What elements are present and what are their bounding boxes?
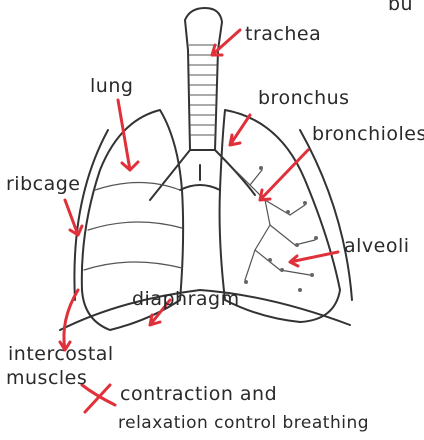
intercostal-label-line1: intercostal bbox=[8, 343, 114, 365]
note-line1: contraction and bbox=[120, 383, 277, 405]
note-line2: relaxation control breathing bbox=[118, 413, 369, 433]
ribcage-label: ribcage bbox=[6, 173, 81, 195]
arrow-bronchus bbox=[230, 115, 250, 145]
cross-mark bbox=[82, 385, 115, 412]
intercostal-label-line2: muscles bbox=[6, 367, 87, 389]
left-lung-ribs bbox=[84, 183, 182, 271]
bronchus-label: bronchus bbox=[258, 87, 350, 109]
alveoli-label: alveoli bbox=[344, 235, 410, 257]
arrow-trachea bbox=[212, 30, 240, 55]
bronchioles-label: bronchioles bbox=[312, 123, 424, 145]
lung-label: lung bbox=[90, 75, 133, 97]
arrow-bronchioles bbox=[260, 150, 308, 200]
trachea-label: trachea bbox=[245, 23, 321, 45]
arrow-alveoli bbox=[290, 252, 338, 266]
bronchus-right bbox=[180, 165, 220, 190]
rib-edge-left bbox=[74, 130, 108, 300]
diaphragm-label: diaphragm bbox=[132, 288, 240, 310]
trachea-tube bbox=[185, 8, 222, 150]
corner-mark: bu bbox=[388, 0, 413, 15]
